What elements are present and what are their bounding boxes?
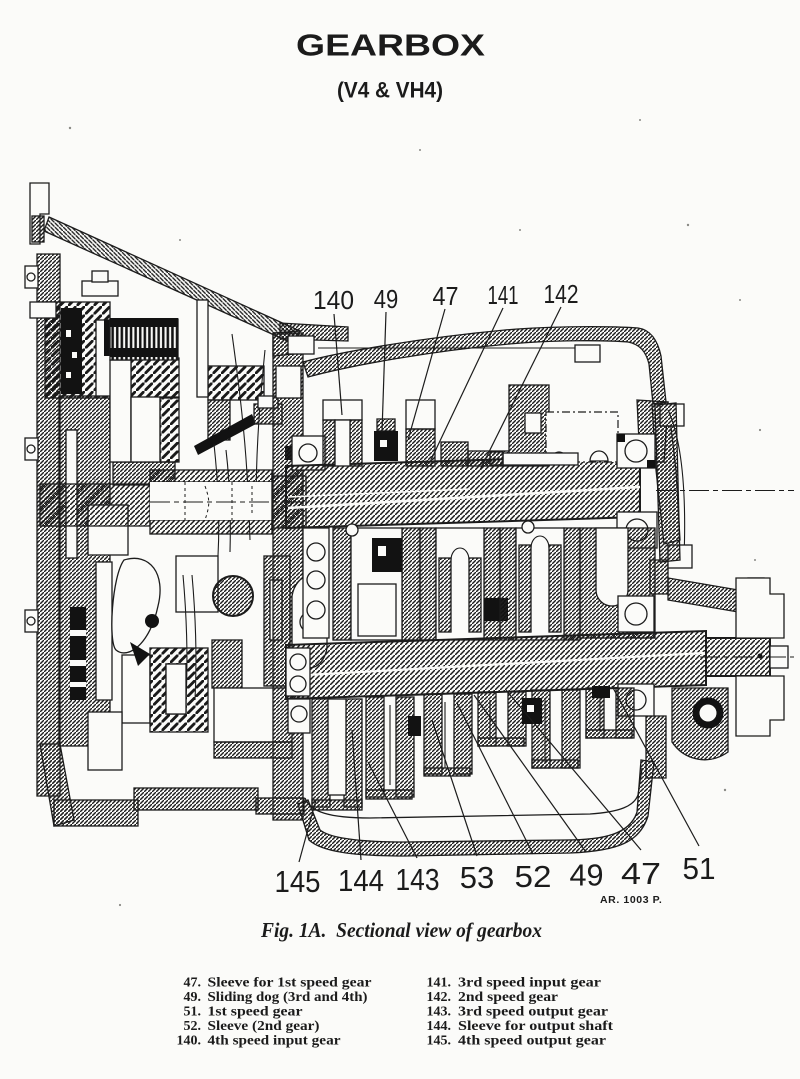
- svg-text:52: 52: [515, 859, 552, 894]
- svg-text:142.: 142.: [427, 990, 452, 1005]
- svg-text:49: 49: [374, 284, 399, 314]
- svg-text:51.: 51.: [184, 1005, 202, 1020]
- svg-text:3rd speed output gear: 3rd speed output gear: [458, 1005, 608, 1020]
- svg-text:Sleeve (2nd gear): Sleeve (2nd gear): [208, 1019, 320, 1034]
- svg-text:1st speed gear: 1st speed gear: [208, 1005, 303, 1020]
- svg-text:4th speed output gear: 4th speed output gear: [458, 1034, 606, 1049]
- svg-text:145: 145: [275, 864, 321, 899]
- svg-text:Fig. 1A. Sectional view of ge: Fig. 1A. Sectional view of gearbox: [260, 918, 542, 942]
- svg-text:141: 141: [488, 280, 519, 310]
- svg-text:Sliding dog (3rd and 4th): Sliding dog (3rd and 4th): [208, 990, 368, 1005]
- svg-text:Sleeve for 1st speed gear: Sleeve for 1st speed gear: [208, 976, 372, 991]
- svg-text:52.: 52.: [184, 1019, 202, 1034]
- svg-text:144: 144: [338, 863, 384, 898]
- svg-text:144.: 144.: [427, 1019, 452, 1034]
- svg-text:AR. 1003 P.: AR. 1003 P.: [600, 894, 662, 906]
- svg-text:(V4 & VH4): (V4 & VH4): [337, 78, 443, 103]
- svg-text:47.: 47.: [184, 976, 202, 991]
- svg-text:49: 49: [570, 858, 604, 893]
- svg-text:51: 51: [683, 851, 716, 886]
- svg-text:2nd speed gear: 2nd speed gear: [458, 990, 558, 1005]
- svg-text:3rd speed input gear: 3rd speed input gear: [458, 976, 601, 991]
- svg-text:145.: 145.: [427, 1034, 452, 1049]
- svg-text:143.: 143.: [427, 1005, 452, 1020]
- svg-text:140: 140: [313, 285, 354, 315]
- svg-text:143: 143: [396, 862, 440, 897]
- svg-text:4th speed input gear: 4th speed input gear: [208, 1034, 341, 1049]
- svg-text:47: 47: [433, 281, 459, 311]
- svg-text:140.: 140.: [177, 1034, 202, 1049]
- svg-text:53: 53: [460, 860, 495, 895]
- svg-text:141.: 141.: [427, 976, 452, 991]
- svg-text:49.: 49.: [184, 990, 202, 1005]
- svg-text:142: 142: [544, 279, 579, 309]
- svg-text:47: 47: [621, 856, 661, 891]
- svg-text:Sleeve for output shaft: Sleeve for output shaft: [458, 1019, 613, 1034]
- svg-text:GEARBOX: GEARBOX: [296, 29, 486, 63]
